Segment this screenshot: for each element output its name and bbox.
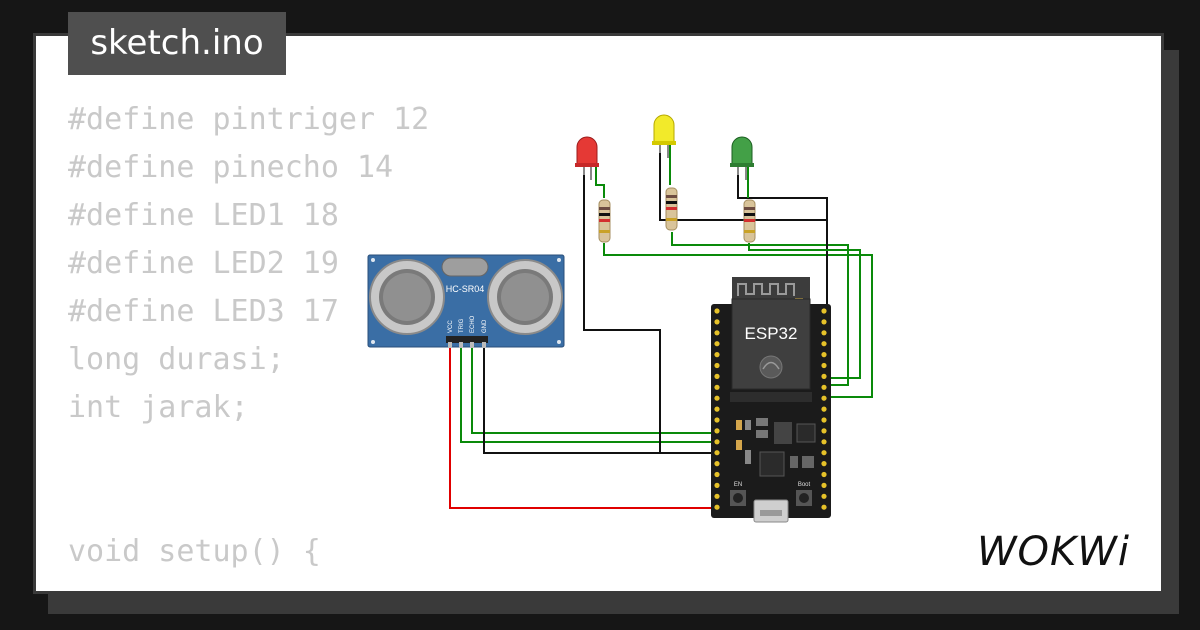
header-pin[interactable]	[821, 428, 827, 434]
header-pin[interactable]	[714, 395, 720, 401]
wire-led1-gnd	[583, 165, 718, 454]
pin-label: ECHO	[470, 315, 476, 333]
header-pin[interactable]	[714, 439, 720, 445]
header-pin[interactable]	[714, 482, 720, 488]
led-green[interactable]	[730, 136, 754, 180]
header-pin[interactable]	[714, 417, 720, 423]
header-pin[interactable]	[821, 308, 827, 314]
logo-text: WOKWi	[977, 529, 1130, 575]
file-tab[interactable]: sketch.ino	[68, 12, 286, 75]
header-pin[interactable]	[821, 482, 827, 488]
button-label: Boot	[798, 482, 811, 488]
wire-r3-board	[748, 243, 861, 379]
code-line: #define LED2 19	[68, 246, 339, 281]
wokwi-logo: WOKWi	[977, 529, 1130, 575]
code-line: #define pinecho 14	[68, 150, 394, 185]
code-background: #define pintriger 12 #define pinecho 14 #d…	[68, 96, 429, 576]
header-pin[interactable]	[821, 471, 827, 478]
header-pin[interactable]	[821, 395, 827, 401]
header-pin[interactable]	[714, 428, 720, 434]
header-pin[interactable]	[821, 341, 827, 347]
header-pin[interactable]	[714, 471, 720, 478]
wire-gnd	[483, 342, 718, 454]
code-line: int jarak;	[68, 390, 249, 425]
code-line: #define LED1 18	[68, 198, 339, 233]
resistor-1[interactable]	[598, 199, 611, 243]
header-pin[interactable]	[714, 406, 720, 412]
esp32-board[interactable]: ESP32 EN Boot	[711, 277, 831, 523]
header-pin[interactable]	[821, 417, 827, 423]
header-pin[interactable]	[714, 341, 720, 347]
ultrasonic-sensor[interactable]: HC-SR04 VCC TRIG ECHO GND	[367, 254, 565, 348]
header-pin[interactable]	[714, 461, 720, 467]
header-pin[interactable]	[821, 384, 827, 390]
resistor-3[interactable]	[743, 199, 756, 243]
header-pin[interactable]	[714, 373, 720, 379]
led-red[interactable]	[575, 136, 599, 180]
wire-echo	[471, 342, 718, 434]
header-pin[interactable]	[714, 362, 720, 369]
header-pin[interactable]	[821, 461, 827, 467]
code-line: void setup() {	[68, 534, 321, 569]
button-label: EN	[734, 482, 742, 488]
header-pin[interactable]	[714, 319, 720, 325]
wire-r2-board	[671, 232, 849, 386]
pin-label: GND	[482, 319, 488, 333]
code-line: long durasi;	[68, 342, 285, 377]
wire-trig	[460, 342, 718, 443]
header-pin[interactable]	[821, 362, 827, 369]
header-pin[interactable]	[821, 330, 827, 336]
header-pin[interactable]	[714, 450, 720, 456]
left-pin-header	[714, 308, 720, 510]
wire-vcc	[449, 342, 718, 509]
header-pin[interactable]	[821, 352, 827, 358]
code-line: #define LED3 17	[68, 294, 339, 329]
pin-label: TRIG	[459, 318, 465, 333]
pin-label: VCC	[448, 320, 454, 333]
wire-r1-board	[603, 243, 873, 398]
header-pin[interactable]	[714, 352, 720, 358]
header-pin[interactable]	[821, 504, 827, 510]
wire-led3-gnd	[737, 165, 828, 310]
preview-card: #define pintriger 12 #define pinecho 14 #d…	[33, 33, 1164, 594]
header-pin[interactable]	[714, 504, 720, 510]
sensor-label: HC-SR04	[446, 284, 485, 294]
header-pin[interactable]	[821, 319, 827, 325]
header-pin[interactable]	[821, 439, 827, 445]
header-pin[interactable]	[714, 384, 720, 390]
header-pin[interactable]	[714, 308, 720, 314]
header-pin[interactable]	[821, 450, 827, 456]
board-label: ESP32	[745, 324, 798, 343]
header-pin[interactable]	[821, 373, 827, 379]
header-pin[interactable]	[714, 330, 720, 336]
wire-led1-anode	[595, 165, 605, 198]
code-line: #define pintriger 12	[68, 102, 430, 137]
right-pin-header	[821, 308, 827, 510]
wires	[449, 143, 873, 509]
header-pin[interactable]	[821, 406, 827, 412]
header-pin[interactable]	[714, 493, 720, 499]
led-yellow[interactable]	[652, 114, 676, 158]
resistor-2[interactable]	[665, 187, 678, 231]
header-pin[interactable]	[821, 493, 827, 499]
